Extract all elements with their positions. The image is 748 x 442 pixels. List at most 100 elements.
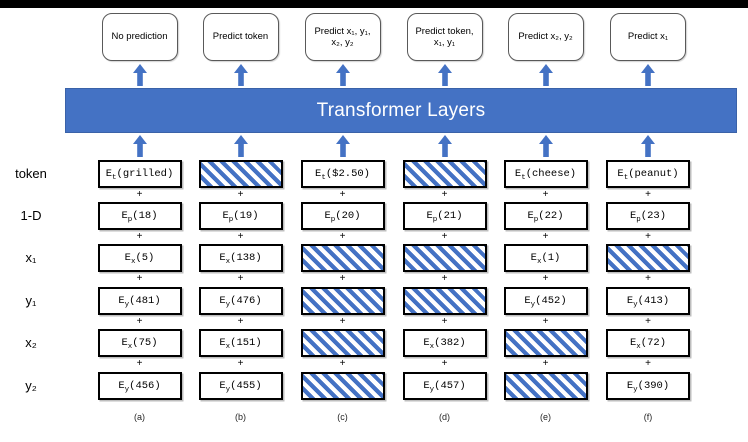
embedding-cell: Ey(413) [606, 287, 690, 315]
prediction-label: Predict x₁ [627, 31, 669, 43]
embedding-argument: (481) [129, 295, 161, 307]
embedding-argument: (grilled) [116, 168, 174, 180]
embedding-cell: Ex(138) [198, 244, 283, 272]
prediction-label: x₁, y₁ [433, 37, 456, 48]
embedding-base: E [219, 380, 226, 392]
embedding-argument: (1) [541, 252, 561, 264]
plus-sign: + [542, 315, 549, 327]
plus-sign: + [136, 273, 143, 284]
embedding-subscript: y [225, 301, 231, 310]
plus-sign: + [237, 188, 244, 200]
embedding-base: E [105, 168, 113, 180]
embedding-argument: (413) [637, 295, 670, 307]
embedding-cell: Ep(21) [402, 202, 487, 230]
embedding-argument: (455) [230, 380, 262, 392]
up-arrow-icon [437, 135, 452, 157]
embedding-subscript: y [225, 386, 231, 395]
plus-sign: + [136, 230, 143, 242]
embedding-cell: Ey(390) [606, 372, 690, 400]
embedding-argument: (72) [640, 337, 667, 349]
embedding-base: E [426, 210, 433, 222]
embedding-argument: (476) [230, 295, 262, 307]
plus-sign: + [441, 315, 448, 327]
column-label: (d) [439, 412, 450, 422]
embedding-argument: (20) [335, 210, 361, 222]
plus-sign: + [542, 188, 549, 200]
embedding-subscript: x [130, 258, 136, 267]
embedding-text: Ey(413) [627, 295, 670, 309]
plus-sign: + [645, 315, 651, 327]
embedding-text: Ex(382) [423, 337, 465, 351]
embedding-subscript: t [521, 174, 526, 183]
embedding-subscript: y [530, 301, 536, 310]
embedding-argument: (18) [132, 210, 158, 222]
plus-sign: + [645, 188, 651, 200]
embedding-base: E [530, 252, 537, 264]
embedding-base: E [527, 210, 534, 222]
embedding-subscript: p [127, 216, 133, 225]
embedding-text: Ey(457) [423, 380, 465, 394]
embedding-argument: (151) [230, 337, 262, 349]
masked-embedding-cell [606, 244, 690, 272]
plus-sign: + [339, 315, 346, 327]
embedding-base: E [219, 252, 226, 264]
prediction-label: Predict x₂, y₂ [518, 31, 573, 43]
embedding-argument: (cheese) [525, 168, 577, 180]
prediction-label: No prediction [111, 31, 168, 43]
embedding-cell: Ex(151) [198, 329, 283, 357]
embedding-text: Ex(75) [121, 337, 157, 351]
plus-sign: + [237, 230, 244, 242]
prediction-label: Predict token [212, 31, 269, 43]
plus-sign: + [645, 358, 651, 369]
embedding-text: Ey(476) [219, 295, 262, 310]
up-arrow-icon [641, 64, 655, 86]
up-arrow-icon [335, 64, 350, 86]
embedding-text: Ep(20) [324, 210, 361, 225]
embedding-base: E [118, 380, 125, 392]
embedding-argument: (peanut) [628, 168, 679, 180]
embedding-argument: (138) [230, 252, 262, 264]
embedding-cell: Ep(19) [198, 202, 283, 230]
plus-sign: + [339, 273, 346, 284]
embedding-base: E [315, 168, 322, 180]
embedding-text: Ey(455) [219, 380, 262, 395]
column-label: (e) [540, 412, 551, 422]
embedding-text: Ex(1) [530, 252, 561, 266]
row-label-2: x₁ [25, 250, 37, 265]
embedding-subscript: p [330, 216, 336, 225]
transformer-layers-bar: Transformer Layers [65, 88, 737, 133]
embedding-cell: Et(cheese) [503, 160, 588, 188]
plus-sign: + [339, 358, 346, 369]
up-arrow-icon [538, 135, 553, 157]
plus-sign: + [441, 188, 448, 200]
embedding-cell: Ex(5) [97, 244, 182, 272]
embedding-subscript: t [321, 174, 326, 183]
up-arrow-icon [132, 64, 147, 86]
embedding-base: E [524, 295, 531, 307]
masked-embedding-cell [503, 329, 588, 357]
prediction-box-a: No prediction [101, 13, 178, 61]
prediction-box-f: Predict x₁ [610, 13, 686, 61]
embedding-text: Ey(456) [118, 380, 160, 394]
embedding-base: E [324, 210, 331, 222]
up-arrow-icon [233, 135, 248, 157]
embedding-base: E [121, 337, 128, 349]
plus-sign: + [441, 273, 448, 284]
embedding-subscript: y [124, 301, 130, 310]
embedding-base: E [118, 295, 125, 307]
embedding-cell: Ex(382) [402, 329, 487, 357]
embedding-cell: Ey(457) [402, 372, 487, 400]
plus-sign: + [542, 230, 549, 242]
embedding-subscript: t [623, 174, 629, 183]
plus-sign: + [237, 358, 244, 369]
masked-embedding-cell [402, 160, 487, 188]
embedding-subscript: p [636, 216, 641, 225]
masked-embedding-cell [300, 372, 385, 400]
embedding-cell: Ep(18) [97, 202, 182, 230]
up-arrow-icon [132, 135, 147, 157]
embedding-base: E [423, 337, 430, 349]
embedding-text: Et(grilled) [105, 168, 174, 182]
embedding-text: Ex(151) [219, 337, 262, 351]
embedding-cell: Ex(75) [97, 329, 182, 357]
